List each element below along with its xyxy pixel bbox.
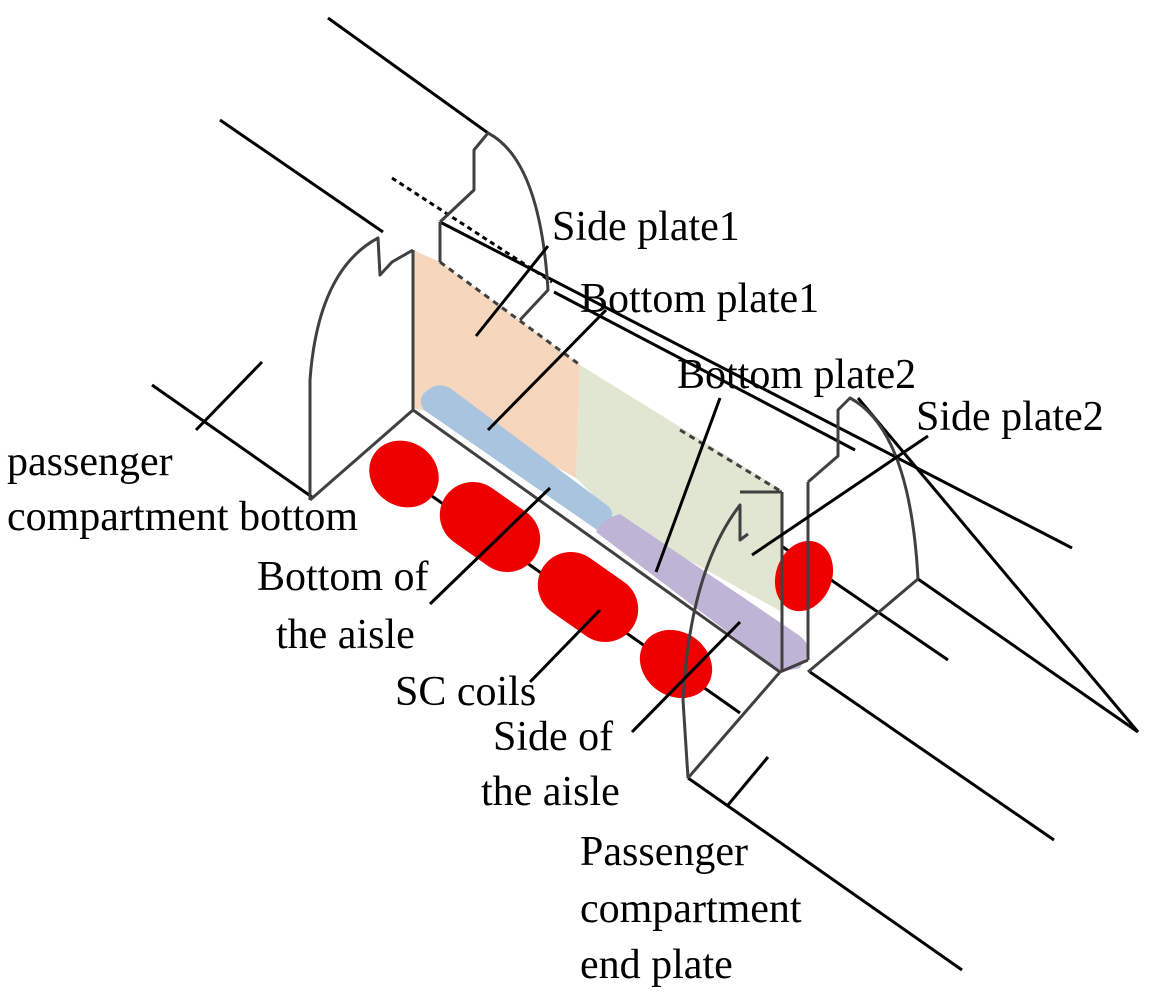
labels: Side plate1 Bottom plate1 Bottom plate2 …: [7, 204, 1104, 988]
sc-coil: [774, 540, 834, 612]
bottom-plate2-surface: [596, 514, 808, 672]
sc-coil: [369, 440, 439, 508]
label-sc-coils: SC coils: [395, 669, 536, 715]
sc-coil: [439, 481, 541, 573]
aisle-outline: [309, 222, 919, 779]
label-end-plate-line3: end plate: [580, 942, 733, 988]
label-end-plate-line1: Passenger: [580, 829, 748, 875]
label-passenger-bottom-line2: compartment bottom: [7, 494, 358, 540]
side-plate1-surface: [413, 250, 580, 478]
side-plate2-surface: [576, 365, 782, 612]
label-end-plate-line2: compartment: [580, 886, 802, 932]
label-passenger-bottom-line1: passenger: [7, 439, 173, 485]
label-bottom-aisle-line2: the aisle: [276, 612, 415, 658]
label-bottom-plate1: Bottom plate1: [580, 276, 819, 322]
sc-coils: [369, 440, 834, 699]
sc-coil: [639, 629, 713, 699]
label-side-aisle-line1: Side of: [493, 714, 613, 760]
label-side-plate1: Side plate1: [552, 204, 740, 250]
leader-lines: [194, 245, 929, 806]
sc-coil: [537, 551, 639, 643]
label-bottom-aisle-line1: Bottom of: [257, 554, 429, 600]
label-bottom-plate2: Bottom plate2: [677, 352, 916, 398]
bottom-plate1-surface: [420, 385, 613, 532]
label-side-plate2: Side plate2: [916, 394, 1104, 440]
label-side-aisle-line2: the aisle: [481, 769, 620, 815]
